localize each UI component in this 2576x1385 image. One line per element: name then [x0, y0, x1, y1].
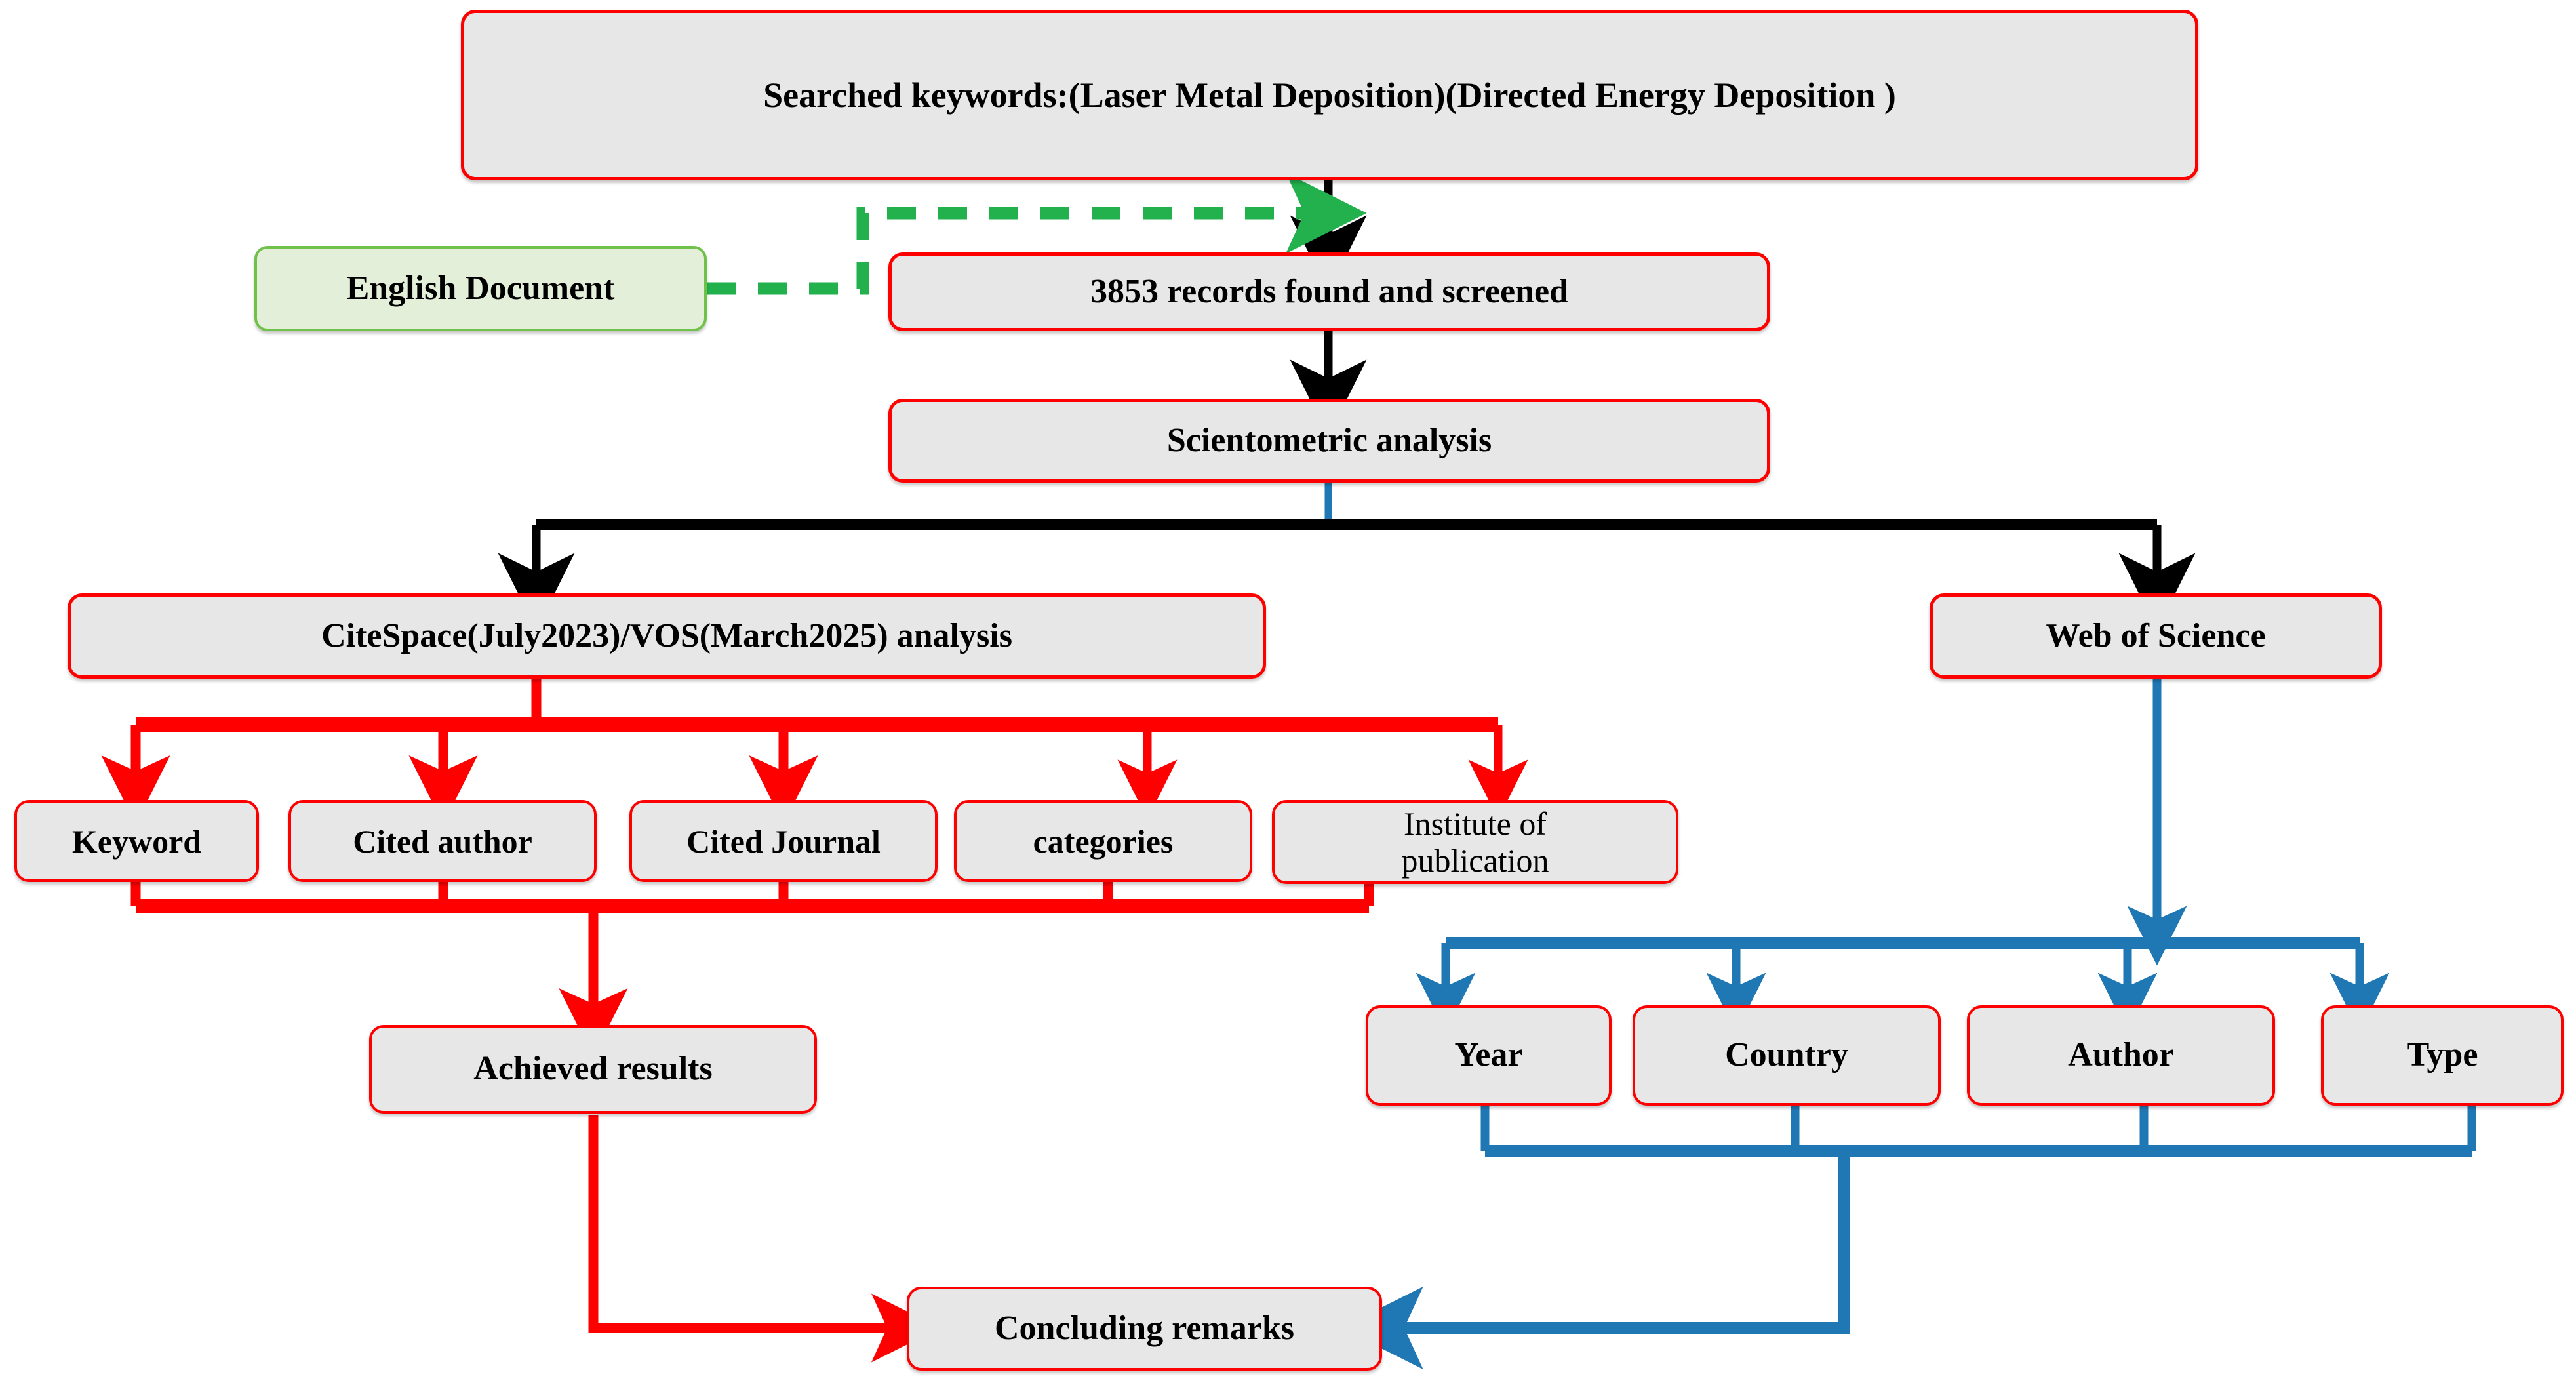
node-keyword-label: Keyword	[71, 822, 202, 860]
node-concluding-remarks[interactable]: Concluding remarks	[907, 1287, 1382, 1371]
node-year-label: Year	[1454, 1036, 1523, 1074]
node-searched-keywords-label: Searched keywords:(Laser Metal Depositio…	[763, 75, 1896, 115]
connector-english-document-dashed	[707, 172, 1367, 295]
node-achieved-results[interactable]: Achieved results	[369, 1025, 817, 1114]
node-author[interactable]: Author	[1967, 1005, 2275, 1106]
node-country[interactable]: Country	[1633, 1005, 1941, 1106]
node-categories-label: categories	[1033, 822, 1174, 860]
node-institute-of-publication[interactable]: Institute of publication	[1272, 800, 1678, 884]
node-scientometric-analysis[interactable]: Scientometric analysis	[888, 399, 1770, 483]
connector-achieved-to-concluding	[588, 1115, 940, 1363]
node-cited-author-label: Cited author	[353, 822, 532, 860]
node-english-document-label: English Document	[346, 269, 615, 307]
node-concluding-remarks-label: Concluding remarks	[995, 1309, 1294, 1347]
node-cited-author[interactable]: Cited author	[288, 800, 597, 882]
node-categories[interactable]: categories	[954, 800, 1252, 882]
node-type-label: Type	[2406, 1036, 2478, 1074]
node-year[interactable]: Year	[1366, 1005, 1612, 1106]
node-keyword[interactable]: Keyword	[14, 800, 259, 882]
node-records-found[interactable]: 3853 records found and screened	[888, 252, 1770, 331]
node-country-label: Country	[1725, 1036, 1848, 1074]
connector-blue-to-concluding	[1340, 1151, 1850, 1369]
node-institute-line-1: Institute of	[1403, 805, 1547, 842]
node-type[interactable]: Type	[2321, 1005, 2564, 1106]
node-web-of-science-label: Web of Science	[2046, 616, 2266, 654]
node-cited-journal-label: Cited Journal	[686, 822, 881, 860]
node-web-of-science[interactable]: Web of Science	[1930, 593, 2382, 679]
node-author-label: Author	[2068, 1036, 2174, 1074]
node-scientometric-analysis-label: Scientometric analysis	[1166, 421, 1492, 459]
node-searched-keywords[interactable]: Searched keywords:(Laser Metal Depositio…	[461, 10, 2198, 180]
node-achieved-results-label: Achieved results	[473, 1050, 713, 1088]
node-records-found-label: 3853 records found and screened	[1090, 272, 1568, 310]
node-english-document[interactable]: English Document	[254, 246, 707, 331]
node-citespace-analysis[interactable]: CiteSpace(July2023)/VOS(March2025) analy…	[68, 593, 1266, 679]
node-institute-line-2: publication	[1401, 842, 1549, 879]
node-cited-journal[interactable]: Cited Journal	[629, 800, 938, 882]
node-citespace-analysis-label: CiteSpace(July2023)/VOS(March2025) analy…	[321, 616, 1012, 654]
